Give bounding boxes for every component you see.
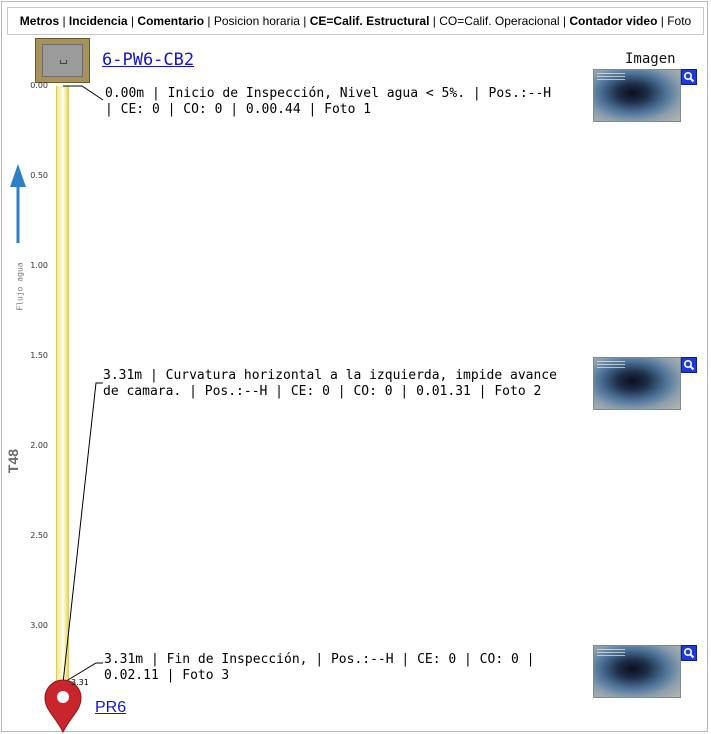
photo-thumbnail-1[interactable] <box>593 69 681 122</box>
observation-text: 3.31m | Fin de Inspección, | Pos.:--H | … <box>104 652 535 667</box>
scale-tick-label: 1.00 <box>30 261 48 270</box>
end-node-pin-icon <box>44 679 82 734</box>
end-node-link[interactable]: PR6 <box>95 699 127 716</box>
end-distance-label: 3.31 <box>71 678 89 687</box>
legend-posicion-horaria: | Posicion horaria | <box>204 14 310 28</box>
pipe-segment <box>56 86 69 686</box>
scale-tick-label: 2.50 <box>30 531 48 540</box>
legend-contador-video: Contador video <box>569 14 658 28</box>
scale-tick-label: 0.50 <box>30 171 48 180</box>
flow-direction-arrow-icon <box>10 164 26 243</box>
leader-line-obs-2 <box>62 382 103 684</box>
observation-text: 0.02.11 | Foto 3 <box>104 668 230 683</box>
legend-separator: | <box>127 14 138 28</box>
legend-calif-estructural: CE=Calif. Estructural <box>309 14 430 28</box>
legend-metros: Metros <box>19 14 60 28</box>
observation-text: | CE: 0 | CO: 0 | 0.00.44 | Foto 1 <box>105 102 372 117</box>
photo-thumbnail-2[interactable] <box>593 357 681 410</box>
legend-calif-operacional: | CO=Calif. Operacional | <box>429 14 570 28</box>
legend-comentario: Comentario <box>137 14 205 28</box>
section-id-label: T48 <box>5 448 22 474</box>
start-manhole-icon <box>35 38 90 83</box>
observation-3: 3.31m | Fin de Inspección, | Pos.:--H | … <box>104 652 584 684</box>
legend-foto: | Foto <box>657 14 692 28</box>
observation-text: de camara. | Pos.:--H | CE: 0 | CO: 0 | … <box>103 384 542 399</box>
zoom-photo-1-icon[interactable] <box>681 69 697 85</box>
photo-thumbnail-3[interactable] <box>593 645 681 698</box>
legend-separator: | <box>59 14 69 28</box>
scale-tick-label: 1.50 <box>30 351 48 360</box>
images-column-title: Imagen <box>625 51 676 67</box>
legend-incidencia: Incidencia <box>68 14 128 28</box>
start-node-link[interactable]: 6-PW6-CB2 <box>102 50 195 70</box>
flow-direction-label: Flujo agua <box>15 262 25 311</box>
scale-tick-label: 2.00 <box>30 441 48 450</box>
zoom-photo-2-icon[interactable] <box>681 357 697 373</box>
scale-tick-label: 0.00 <box>30 81 48 90</box>
observation-1: 0.00m | Inicio de Inspección, Nivel agua… <box>105 86 585 118</box>
scale-tick-label: 3.00 <box>30 621 48 630</box>
leader-line-obs-1 <box>63 85 104 101</box>
zoom-photo-3-icon[interactable] <box>681 645 697 661</box>
observation-text: 3.31m | Curvatura horizontal a la izquie… <box>103 368 557 383</box>
leader-line-obs-3 <box>62 662 103 684</box>
legend-header: Metros | Incidencia | Comentario | Posic… <box>7 7 704 35</box>
observation-2: 3.31m | Curvatura horizontal a la izquie… <box>103 368 583 400</box>
observation-text: 0.00m | Inicio de Inspección, Nivel agua… <box>105 86 552 101</box>
